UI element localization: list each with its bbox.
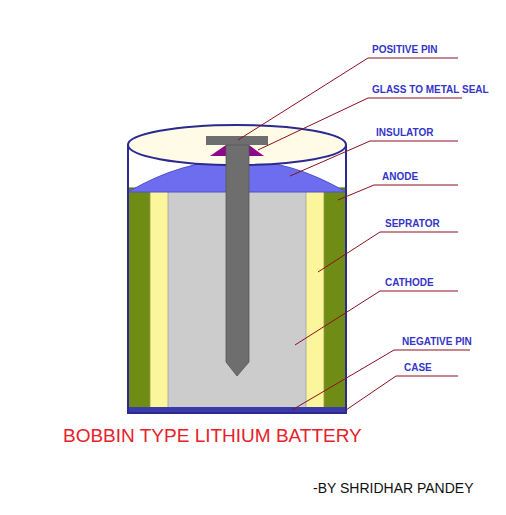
author-caption: -BY SHRIDHAR PANDEY — [313, 481, 474, 496]
part-label: CATHODE — [385, 277, 434, 288]
part-label: POSITIVE PIN — [372, 44, 438, 55]
part-label: GLASS TO METAL SEAL — [372, 84, 489, 95]
glass-seal — [210, 145, 226, 156]
leader-line — [346, 376, 458, 410]
leader-lines — [238, 58, 470, 410]
part-label: ANODE — [382, 171, 418, 182]
diagram-title: BOBBIN TYPE LITHIUM BATTERY — [63, 426, 362, 447]
case-outline — [128, 145, 346, 413]
leader-line — [338, 185, 458, 200]
part-label: CASE — [404, 362, 432, 373]
positive-pin-shaft — [226, 145, 249, 376]
glass-seal — [249, 145, 264, 156]
case-body — [128, 145, 346, 413]
part-label: INSULATOR — [376, 127, 433, 138]
leader-line — [238, 58, 458, 140]
positive-pin-head — [206, 136, 268, 145]
part-label: SEPRATOR — [385, 218, 440, 229]
leader-line — [290, 141, 458, 176]
leader-line — [318, 232, 458, 272]
leader-line — [292, 350, 470, 410]
leader-line — [258, 98, 462, 150]
part-label: NEGATIVE PIN — [402, 336, 472, 347]
